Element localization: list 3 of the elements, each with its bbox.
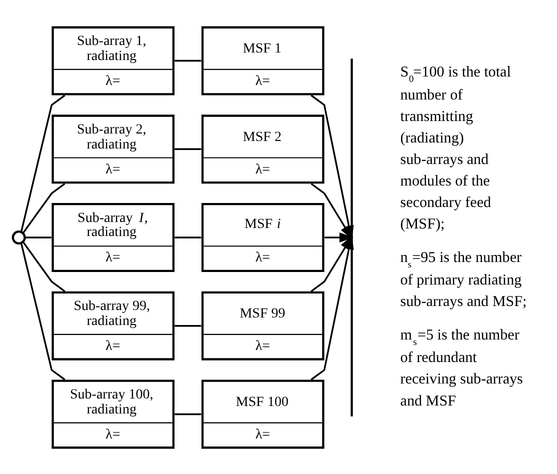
label: S$_{0}$=100 is the total number of transmitting (radiating) sub-arrays and modules of the secondary feed (MSF);	[400, 64, 511, 232]
label: n$_{s}$=95 is the number of primary radiating sub-arrays and MSF;	[400, 249, 527, 310]
label: m$_{s}$=5 is the number of redundant receiving sub-arrays and MSF	[400, 327, 523, 409]
